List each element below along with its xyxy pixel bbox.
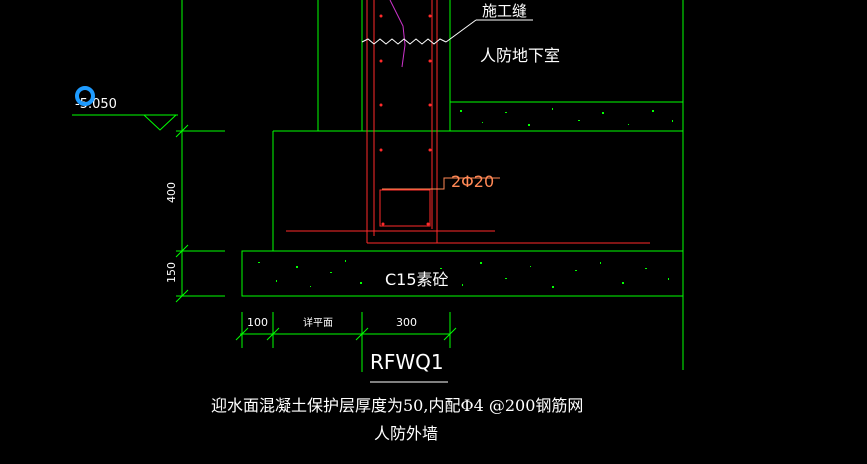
construction-joint-lines [361,19,533,383]
basement-label: 人防地下室 [480,46,560,65]
dim-100-label: 100 [247,316,268,329]
rebar-dots [379,14,432,226]
concrete-hatch [258,108,673,288]
structure-lines [72,0,684,372]
dim-300-label: 300 [396,316,417,329]
rebar-label: 2Φ20 [451,172,494,191]
dim-150-label: 150 [165,262,178,283]
note-line-1: 迎水面混凝土保护层厚度为50,内配Φ4 @200钢筋网 [211,396,583,415]
grade-triangle [143,114,177,131]
waterstop-line [389,0,406,68]
rebar-stirrup [379,189,431,227]
construction-joint-wavy [361,38,447,45]
rebar-leader [382,177,500,190]
section-id: RFWQ1 [370,350,444,374]
c15-concrete-layer [241,250,684,297]
construction-joint-label: 施工缝 [482,2,527,20]
snap-cursor-icon[interactable] [75,86,95,106]
elevation-label: -5.050 [75,97,117,112]
concrete-label: C15素砼 [385,270,449,289]
note-line-2: 人防外墙 [374,424,438,443]
rebar-lines [286,0,650,244]
dim-flat-label: 详平面 [303,316,333,329]
dim-400-label: 400 [165,182,178,203]
